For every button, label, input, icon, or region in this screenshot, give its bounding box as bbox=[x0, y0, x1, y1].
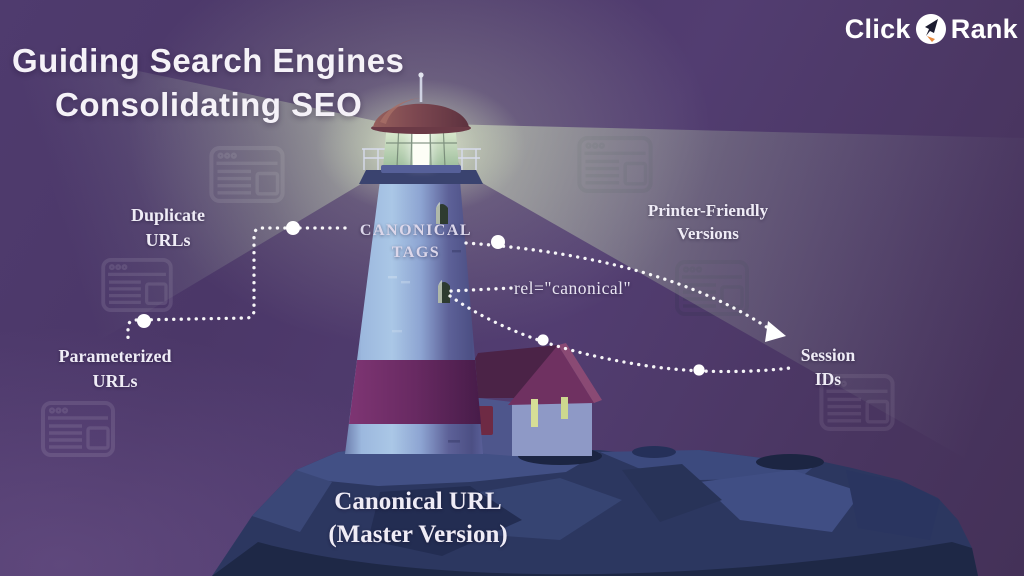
brand-name-prefix: Click bbox=[844, 13, 911, 44]
house-door bbox=[478, 406, 493, 435]
lighthouse-stripe bbox=[349, 360, 481, 424]
label-parameterized-urls: Parameterized URLs bbox=[58, 346, 172, 391]
browser-window-icon bbox=[674, 259, 750, 317]
cursor-rocket-badge-icon bbox=[913, 11, 949, 47]
keeper-house bbox=[455, 343, 602, 456]
browser-window-icon bbox=[208, 145, 286, 204]
label-canonical-tags: CANONICAL TAGS bbox=[359, 222, 473, 262]
browser-window-icon bbox=[40, 400, 116, 458]
dome-rim bbox=[371, 122, 471, 134]
house-window-lit bbox=[561, 397, 568, 419]
browser-window-icon bbox=[100, 257, 174, 313]
page-title: Guiding Search Engines Consolidating SEO bbox=[12, 44, 452, 121]
house-window-lit bbox=[531, 399, 538, 427]
label-session-ids: Session IDs bbox=[800, 345, 856, 390]
browser-window-icon bbox=[576, 135, 654, 194]
title-line-1: Guiding Search Engines bbox=[12, 42, 405, 79]
gallery-railing bbox=[362, 148, 481, 170]
brand-logo: Click Rank bbox=[845, 11, 1018, 47]
lantern-light bbox=[409, 124, 433, 167]
title-line-2: Consolidating SEO bbox=[55, 86, 363, 123]
label-printer-friendly-versions: Printer-Friendly Versions bbox=[647, 201, 769, 244]
label-rel-canonical: rel="canonical" bbox=[514, 278, 632, 298]
lighthouse-gallery bbox=[359, 170, 483, 184]
lantern-room bbox=[383, 122, 459, 168]
brand-name-suffix: Rank bbox=[950, 13, 1018, 44]
tower-window bbox=[438, 282, 450, 303]
arrowhead bbox=[765, 321, 786, 342]
label-duplicate-urls: Duplicate URLs bbox=[131, 205, 205, 250]
connector-rel-canonical bbox=[449, 286, 514, 293]
label-canonical-url-master: Canonical URL (Master Version) bbox=[328, 488, 508, 548]
